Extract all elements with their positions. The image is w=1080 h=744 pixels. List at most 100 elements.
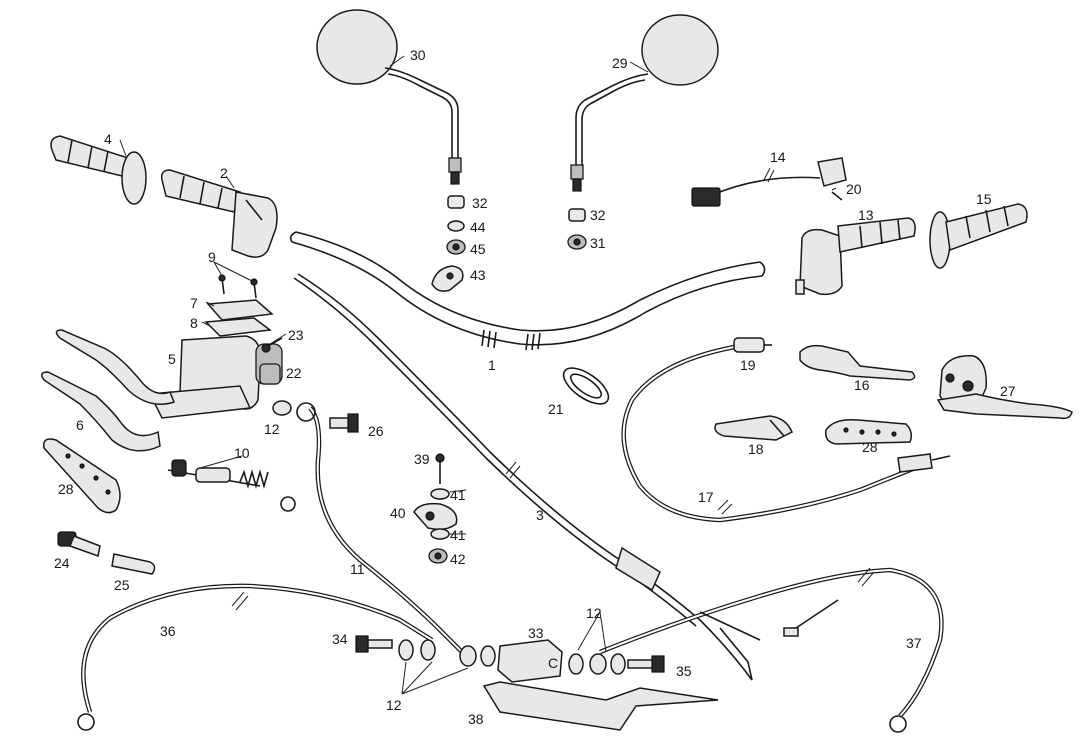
washer-12-b — [420, 639, 436, 661]
label-11: 11 — [350, 561, 365, 577]
washer-41-lower — [430, 528, 450, 540]
label-34: 34 — [332, 631, 348, 647]
label-29: 29 — [612, 55, 628, 71]
bolt-26 — [329, 413, 359, 433]
bracket-40 — [413, 502, 458, 531]
label-43: 43 — [470, 267, 486, 283]
label-20: 20 — [846, 181, 862, 197]
diaphragm-8 — [204, 317, 272, 337]
label-40: 40 — [390, 505, 406, 521]
label-22: 22 — [286, 365, 302, 381]
dust-cap-22 — [259, 363, 281, 385]
washer-41-upper — [430, 488, 450, 500]
spacer-33: C — [497, 639, 563, 683]
clutch-cable-17 — [621, 343, 951, 523]
brake-hose-11 — [296, 402, 464, 654]
label-10: 10 — [234, 445, 250, 461]
label-4: 4 — [104, 131, 112, 147]
throttle-grip-2 — [160, 169, 278, 258]
mirror-right-29 — [570, 14, 719, 192]
washer-12-f — [589, 653, 607, 675]
brake-switch-24 — [57, 531, 101, 557]
leader-lines — [119, 55, 837, 695]
lever-cover-28-left — [43, 438, 121, 514]
label-16: 16 — [854, 377, 870, 393]
label-3: 3 — [536, 507, 544, 523]
label-44: 44 — [470, 219, 486, 235]
label-5: 5 — [168, 351, 176, 367]
brake-hose-36 — [77, 583, 434, 731]
washer-44 — [447, 220, 465, 232]
grip-4 — [50, 135, 147, 205]
washer-12-a — [398, 639, 414, 661]
label-39: 39 — [414, 451, 430, 467]
nut-42 — [428, 548, 448, 564]
lever-6 — [41, 371, 161, 452]
washer-12-e — [568, 653, 584, 675]
mirror-left-30 — [316, 9, 462, 185]
bolt-34 — [355, 635, 393, 653]
label-28-left: 28 — [58, 481, 74, 497]
washer-12-d — [480, 645, 496, 667]
label-28-right: 28 — [862, 439, 878, 455]
nut-45 — [446, 239, 466, 255]
clutch-perch-27 — [936, 355, 1073, 420]
washer-12-c — [459, 645, 477, 667]
label-13: 13 — [858, 207, 874, 223]
lever-6-upper — [55, 329, 175, 405]
brake-hose-37 — [599, 567, 944, 733]
bolt-39 — [435, 453, 445, 484]
label-36: 36 — [160, 623, 176, 639]
label-32-right: 32 — [590, 207, 606, 223]
label-15: 15 — [976, 191, 992, 207]
label-27: 27 — [1000, 383, 1016, 399]
washer-12-upper — [272, 400, 292, 416]
label-8: 8 — [190, 315, 198, 331]
lever-16 — [799, 344, 916, 381]
nut-31 — [567, 234, 587, 250]
label-12-lower: 12 — [386, 697, 402, 713]
grip-15 — [929, 203, 1028, 269]
clamp-43 — [431, 265, 464, 292]
label-19: 19 — [740, 357, 756, 373]
label-42: 42 — [450, 551, 466, 567]
nut-32-right — [568, 208, 586, 222]
label-9: 9 — [208, 249, 216, 265]
clamp-21 — [562, 367, 610, 405]
piston-kit-10 — [167, 459, 296, 512]
label-37: 37 — [906, 635, 922, 651]
label-7: 7 — [190, 295, 198, 311]
label-24: 24 — [54, 555, 70, 571]
plug-25 — [111, 553, 156, 575]
label-14: 14 — [770, 149, 786, 165]
label-12-upper: 12 — [264, 421, 280, 437]
spacer-mark: C — [548, 655, 558, 671]
label-6: 6 — [76, 417, 84, 433]
switch-14 — [691, 157, 847, 207]
label-21: 21 — [548, 401, 564, 417]
label-23: 23 — [288, 327, 304, 343]
label-35: 35 — [676, 663, 692, 679]
label-18: 18 — [748, 441, 764, 457]
label-12-right: 12 — [586, 605, 602, 621]
cable-end-3 — [699, 599, 839, 681]
lever-cover-28-right — [824, 418, 913, 445]
label-31: 31 — [590, 235, 606, 251]
label-38: 38 — [468, 711, 484, 727]
label-41-upper: 41 — [450, 487, 466, 503]
reservoir-cap-7 — [206, 299, 274, 321]
screws-9 — [218, 274, 258, 299]
label-45: 45 — [470, 241, 486, 257]
label-25: 25 — [114, 577, 130, 593]
lever-cover-18 — [714, 415, 793, 441]
label-30: 30 — [410, 47, 426, 63]
screw-20 — [831, 191, 843, 201]
label-2: 2 — [220, 165, 228, 181]
nut-32-left — [447, 195, 465, 209]
bolt-23 — [261, 337, 283, 353]
label-32-left: 32 — [472, 195, 488, 211]
label-1: 1 — [488, 357, 496, 373]
label-41-lower: 41 — [450, 527, 466, 543]
adjuster-19 — [733, 337, 772, 353]
